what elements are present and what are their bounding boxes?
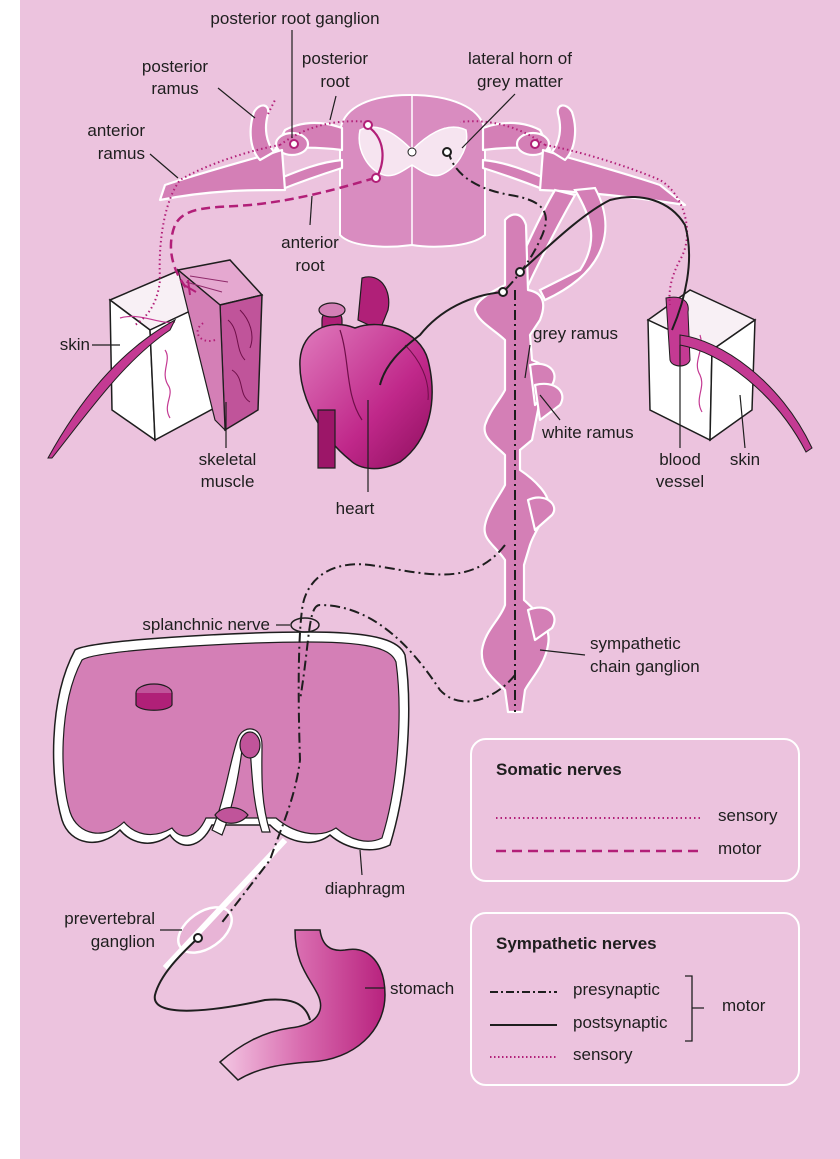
label-posterior-root-line2: root bbox=[320, 72, 350, 91]
legend-somatic-nerves: Somatic nerves sensory motor bbox=[470, 738, 800, 882]
label-anterior-root-line1: anterior bbox=[281, 233, 339, 252]
label-skeletal-muscle-line1: skeletal bbox=[198, 450, 257, 469]
label-skin-right: skin bbox=[729, 450, 761, 469]
label-grey-ramus: grey ramus bbox=[533, 324, 619, 343]
label-posterior-root-line1: posterior bbox=[301, 49, 369, 68]
label-prevertebral-ganglion-line1: prevertebral bbox=[64, 909, 155, 928]
label-anterior-ramus-line2: ramus bbox=[97, 144, 145, 163]
label-anterior-root-line2: root bbox=[295, 256, 325, 275]
skeletal-muscle bbox=[176, 259, 264, 432]
diaphragm-organ bbox=[52, 631, 410, 851]
label-posterior-ramus-line2: ramus bbox=[151, 79, 199, 98]
legend-somatic-swatches bbox=[496, 817, 702, 853]
label-skin-left: skin bbox=[59, 335, 90, 354]
label-splanchnic-nerve: splanchnic nerve bbox=[142, 615, 270, 634]
legend-sympathetic-motor-label: motor bbox=[722, 996, 766, 1015]
label-blood-vessel-line1: blood bbox=[659, 450, 701, 469]
label-lateral-horn-line2: grey matter bbox=[477, 72, 563, 91]
legend-sympathetic-swatches bbox=[490, 975, 704, 1058]
prevertebral-ganglion-organ bbox=[162, 837, 288, 971]
label-prevertebral-ganglion-line2: ganglion bbox=[90, 932, 155, 951]
skin-block-right bbox=[646, 289, 813, 453]
heart-organ bbox=[299, 276, 433, 470]
legend-somatic-title: Somatic nerves bbox=[496, 760, 622, 779]
label-posterior-ramus-line1: posterior bbox=[141, 57, 209, 76]
spinal-cord bbox=[339, 93, 486, 248]
label-diaphragm: diaphragm bbox=[324, 879, 406, 898]
legend-postsynaptic-label: postsynaptic bbox=[573, 1013, 668, 1032]
label-stomach: stomach bbox=[390, 979, 455, 998]
label-sympathetic-chain-ganglion-line1: sympathetic bbox=[590, 634, 681, 653]
label-lateral-horn-line1: lateral horn of bbox=[468, 49, 572, 68]
nerve-pathways bbox=[134, 99, 691, 1021]
label-heart: heart bbox=[335, 499, 375, 518]
leader-lines bbox=[92, 30, 746, 989]
legend-sympathetic-title: Sympathetic nerves bbox=[496, 934, 657, 953]
legend-somatic-motor-label: motor bbox=[718, 839, 762, 858]
legend-sympathetic-nerves: Sympathetic nerves presynaptic postsynap… bbox=[470, 912, 800, 1086]
sympathetic-chain bbox=[473, 213, 564, 714]
label-white-ramus: white ramus bbox=[542, 423, 634, 442]
legend-sympathetic-sensory-label: sensory bbox=[573, 1045, 633, 1064]
label-posterior-root-ganglion: posterior root ganglion bbox=[210, 9, 380, 28]
legend-motor-bracket bbox=[685, 975, 704, 1042]
label-sympathetic-chain-ganglion-line2: chain ganglion bbox=[590, 657, 700, 676]
stomach-organ bbox=[218, 929, 386, 1081]
label-blood-vessel-line2: vessel bbox=[655, 472, 705, 491]
legend-somatic-sensory-label: sensory bbox=[718, 806, 778, 825]
label-anterior-ramus-line1: anterior bbox=[87, 121, 145, 140]
legend-presynaptic-label: presynaptic bbox=[573, 980, 660, 999]
label-skeletal-muscle-line2: muscle bbox=[200, 472, 255, 491]
